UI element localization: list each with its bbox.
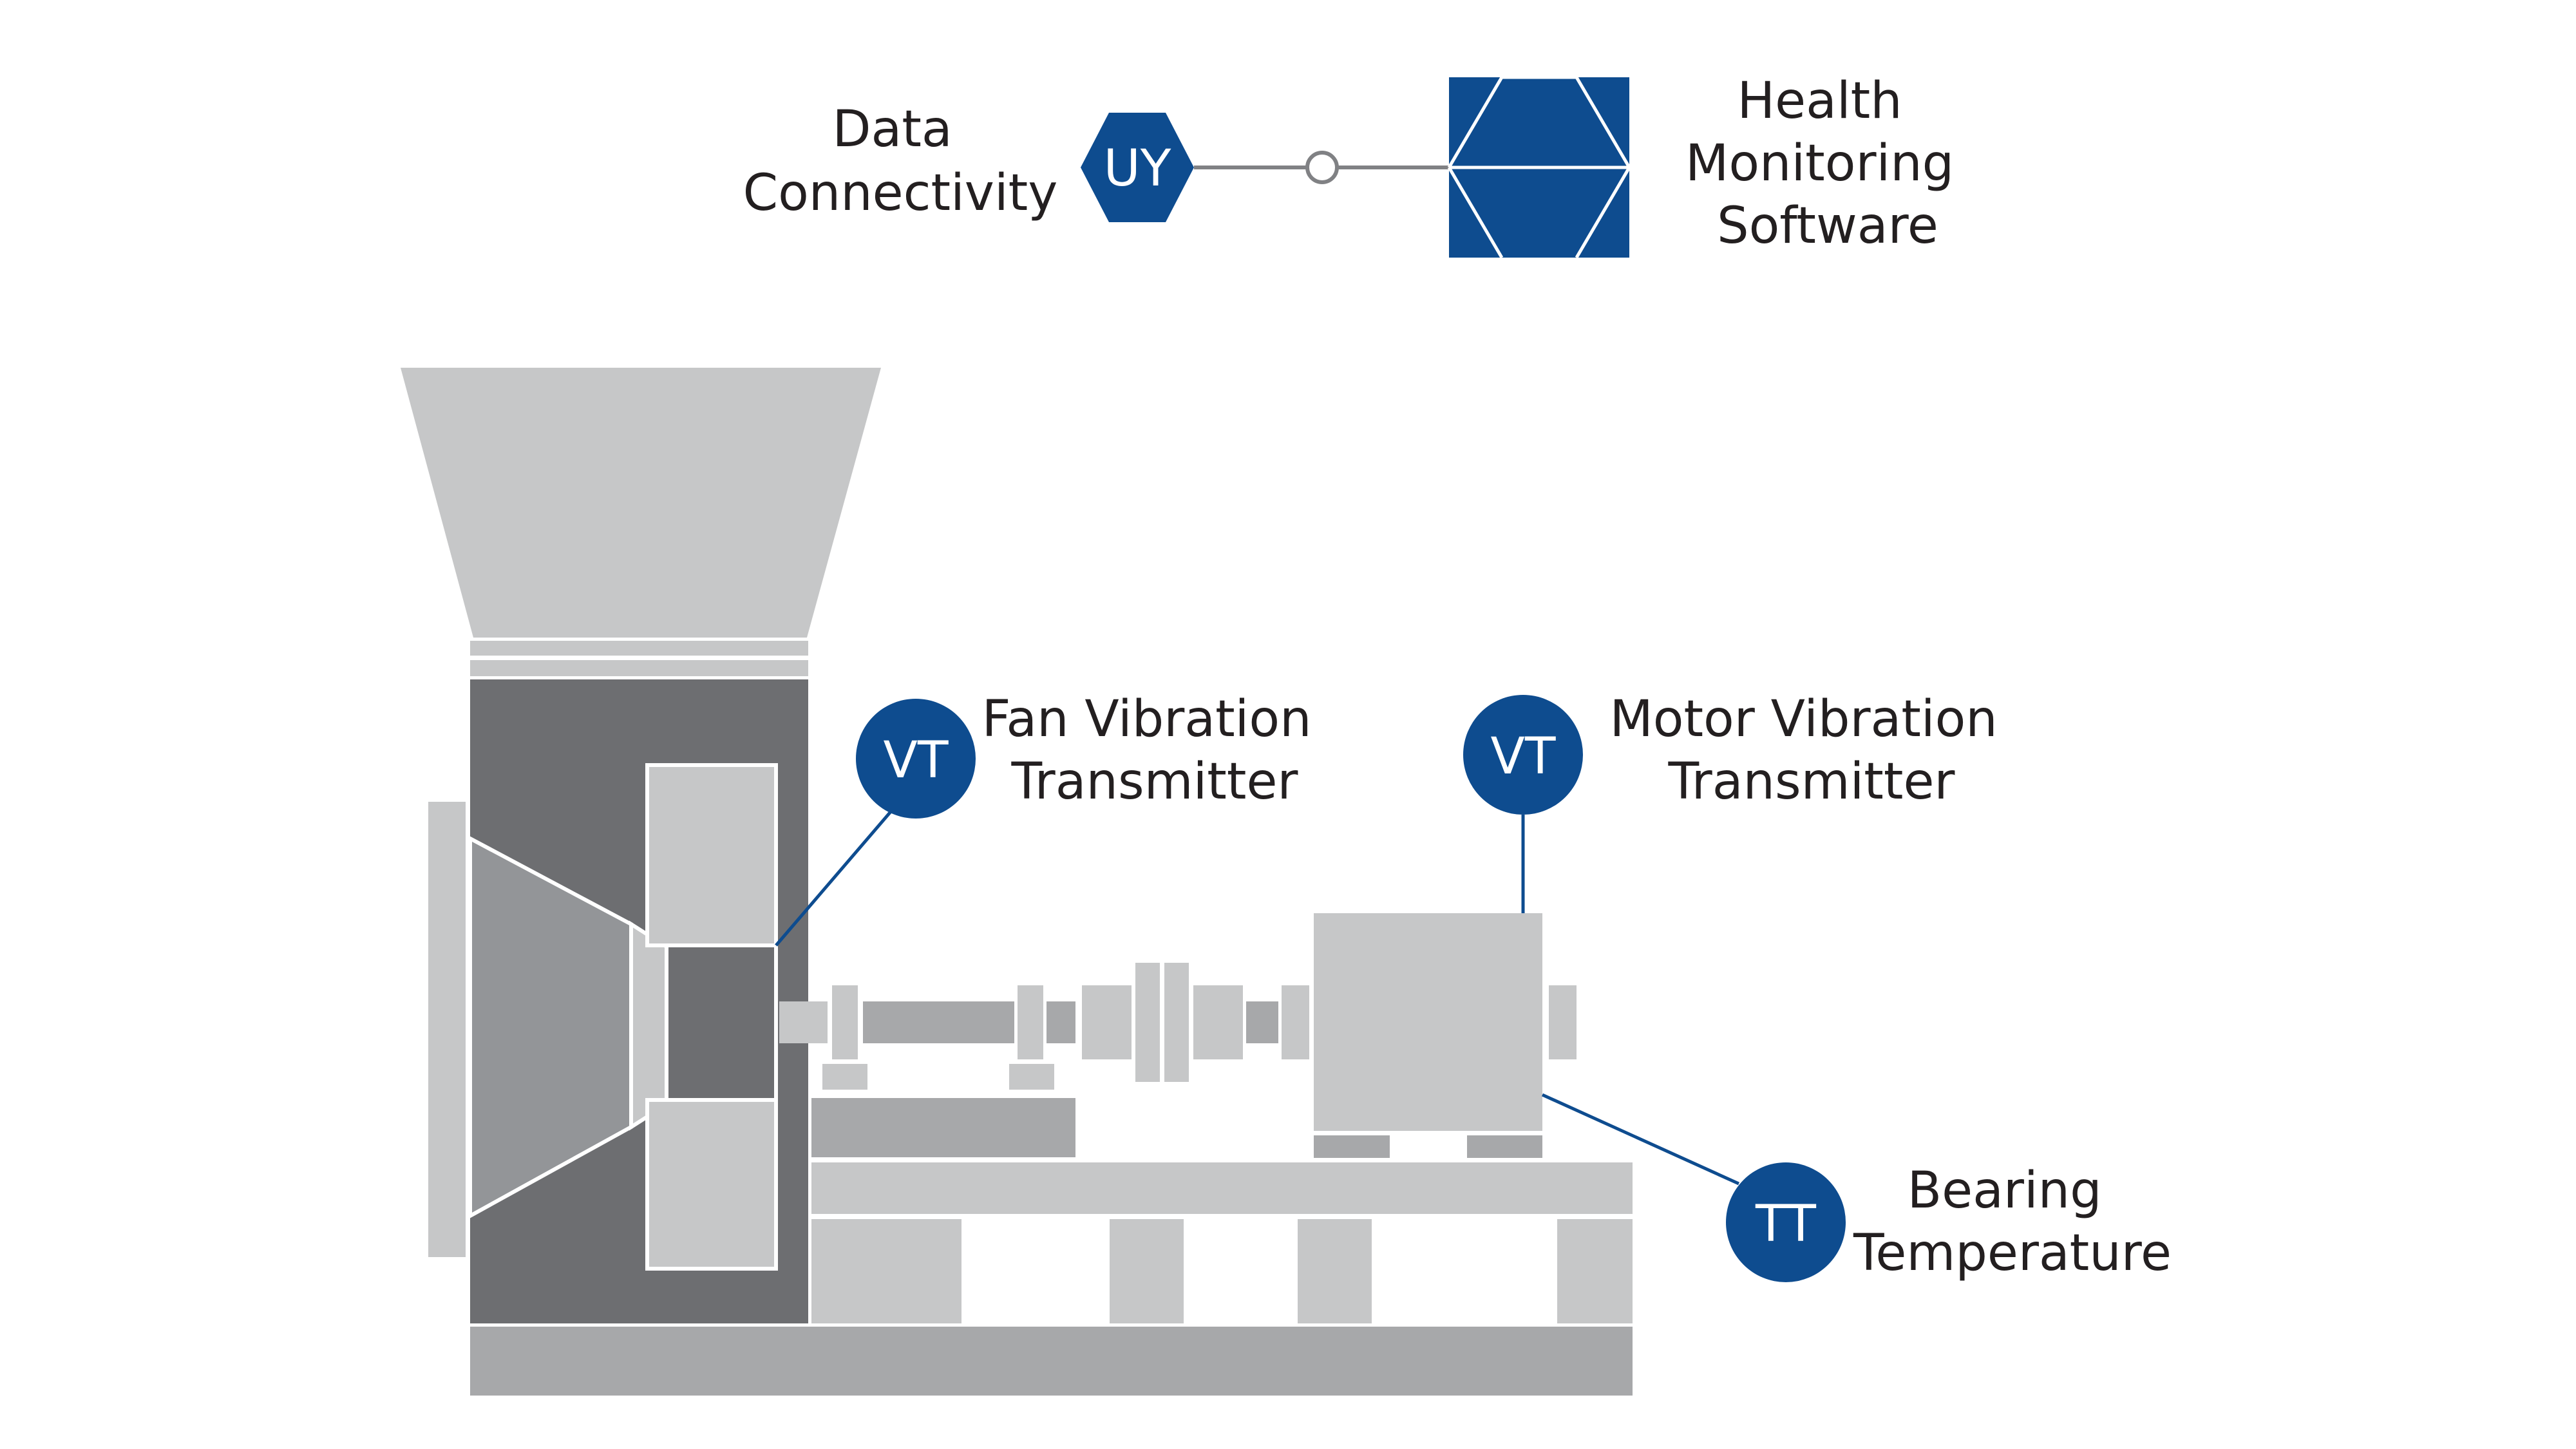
impeller-hub <box>665 943 778 1102</box>
fan-machine <box>401 368 1633 1396</box>
skid-top-beam <box>811 1162 1633 1214</box>
software-group: Health Monitoring Software <box>1447 72 1970 259</box>
tt-badge[interactable] <box>1726 1162 1846 1282</box>
hexagon-icon <box>1081 113 1194 222</box>
software-icon-lines <box>1447 75 1631 259</box>
motor-foot-2 <box>1467 1135 1542 1158</box>
data-connectivity-label: Data Connectivity <box>743 100 1058 222</box>
base-bottom <box>470 1327 1633 1396</box>
impeller-blade-top <box>645 763 778 947</box>
bearing-1 <box>832 985 858 1059</box>
fan-vibration-transmitter[interactable]: VT Fan Vibration Transmitter <box>775 690 1328 947</box>
motor-vibration-label: Motor Vibration Transmitter <box>1609 690 2013 811</box>
fan-vibration-label: Fan Vibration Transmitter <box>982 690 1328 811</box>
skid-leg-3 <box>1298 1219 1372 1323</box>
bearing-foot-1 <box>822 1064 867 1090</box>
bearing-temperature-transmitter[interactable]: TT Bearing Temperature <box>1541 1093 2172 1282</box>
inlet-band-2 <box>470 660 808 676</box>
shaft-segment <box>1046 1001 1075 1043</box>
tt-tag: TT <box>1755 1195 1816 1253</box>
coupling-hub-right <box>1193 985 1243 1059</box>
skid-leg-1 <box>811 1219 961 1323</box>
connection-node <box>1305 151 1339 184</box>
health-monitoring-software-label: Health Monitoring Software <box>1685 72 1970 255</box>
inlet-band-1 <box>470 641 808 656</box>
motor-vibration-transmitter[interactable]: VT Motor Vibration Transmitter <box>1463 690 2014 913</box>
bearing-temperature-label: Bearing Temperature <box>1853 1162 2172 1282</box>
inlet-hopper <box>401 368 881 638</box>
bearing-pedestal <box>811 1098 1075 1157</box>
bearing-foot-2 <box>1009 1064 1054 1090</box>
motor-foot-1 <box>1314 1135 1390 1158</box>
coupling-hub-left <box>1082 985 1132 1059</box>
impeller-blade-bottom <box>645 1098 778 1271</box>
tt-leader-line <box>1541 1093 1740 1186</box>
skid-leg-4 <box>1557 1219 1633 1323</box>
motor-shaft <box>1246 1001 1278 1043</box>
uy-tag-label: UY <box>1104 140 1171 198</box>
connectivity-group: Data Connectivity UY <box>743 100 1451 222</box>
motor-body <box>1314 913 1542 1131</box>
coupling-disc-2 <box>1164 963 1189 1082</box>
shaft <box>863 1001 1014 1043</box>
fan-vt-tag: VT <box>883 732 948 790</box>
bearing-2 <box>1018 985 1043 1059</box>
motor-endcap <box>1549 985 1577 1059</box>
motor-flange-left <box>1282 985 1309 1059</box>
cone-neck <box>629 920 668 1131</box>
skid-leg-2 <box>1110 1219 1184 1323</box>
motor-vt-tag: VT <box>1490 728 1555 786</box>
shaft-stub <box>779 1001 828 1043</box>
housing-flange <box>428 802 466 1257</box>
fan-vt-badge[interactable] <box>856 699 976 819</box>
motor-vt-badge[interactable] <box>1463 695 1583 815</box>
coupling-disc-1 <box>1135 963 1160 1082</box>
